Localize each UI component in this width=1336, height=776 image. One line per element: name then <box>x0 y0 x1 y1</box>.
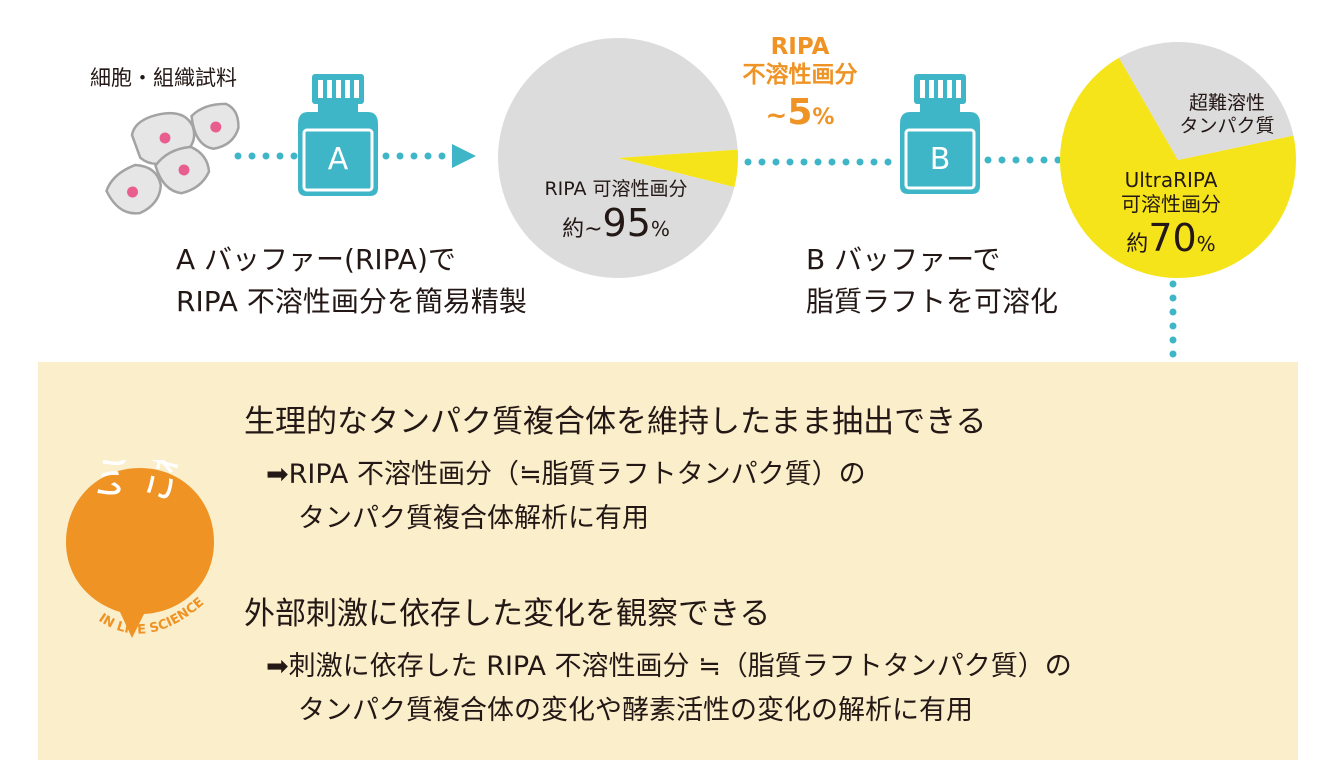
pie-slice-ultraripa-soluble <box>1060 57 1296 279</box>
pie-chart-ultraripa <box>1060 42 1296 279</box>
pie-slice-ripa-insoluble <box>618 149 739 188</box>
soluble-label: RIPA 可溶性画分 <box>544 178 688 200</box>
hard-label-line2: タンパク質 <box>1179 114 1275 137</box>
bottle-a-icon <box>298 74 378 196</box>
hard-label-line1: 超難溶性 <box>1188 92 1265 114</box>
insoluble-unit: % <box>812 105 835 131</box>
ultra-value-line: 約70% <box>1086 216 1256 262</box>
soluble-prefix: 約~ <box>562 216 603 242</box>
benefit-item-1-line1: ➡RIPA 不溶性画分（≒脂質ラフトタンパク質）の <box>266 459 866 490</box>
insoluble-prefix: ~ <box>765 101 788 132</box>
cell <box>105 163 163 215</box>
pie-slice-hard-protein <box>1119 42 1294 160</box>
pie-slice-ripa-soluble <box>498 37 738 278</box>
insoluble-value: 5 <box>787 92 813 134</box>
bottle-b-icon <box>900 74 980 194</box>
bottle-b-letter: B <box>929 142 951 177</box>
ultra-label-line1: UltraRIPA <box>1124 168 1218 192</box>
soluble-value-line: 約~95% <box>516 201 716 247</box>
benefit-heading-1: 生理的なタンパク質複合体を維持したまま抽出できる <box>244 404 987 440</box>
flow-diagram <box>105 37 1296 358</box>
arrow-down-to-panel <box>1169 280 1177 358</box>
soluble-unit: % <box>650 216 670 241</box>
step-b-description-line1: B バッファーで <box>806 243 1001 276</box>
iine-badge: これって いいね! IN LIFE SCIENCE <box>66 460 214 638</box>
hard-protein-label: 超難溶性 タンパク質 <box>1152 92 1302 138</box>
benefit-heading-2: 外部刺激に依存した変化を観察できる <box>244 596 771 632</box>
ultra-prefix: 約 <box>1126 232 1149 257</box>
benefit-item-2-line2: タンパク質複合体の変化や酵素活性の変化の解析に有用 <box>298 695 973 726</box>
step-a-description-line2: RIPA 不溶性画分を簡易精製 <box>176 285 527 318</box>
benefits-panel <box>38 362 1298 760</box>
insoluble-value-line: ~5% <box>690 91 910 134</box>
cell <box>154 145 211 195</box>
cell <box>190 102 240 151</box>
arrow-cells-to-a <box>234 152 298 160</box>
pie-chart-ripa <box>498 37 739 278</box>
soluble-value: 95 <box>602 200 651 245</box>
step-b-description-line2: 脂質ラフトを可溶化 <box>806 285 1059 318</box>
benefit-item-1-line2: タンパク質複合体解析に有用 <box>298 503 649 534</box>
bottle-a-letter: A <box>327 142 349 177</box>
arrow-a-to-pie <box>382 144 476 168</box>
insoluble-title-line2: 不溶性画分 <box>742 61 858 88</box>
insoluble-title-line1: RIPA <box>770 34 830 60</box>
ultra-fraction-label: UltraRIPA 可溶性画分 約70% <box>1086 168 1256 262</box>
ultra-unit: % <box>1196 232 1216 256</box>
soluble-fraction-label: RIPA 可溶性画分 約~95% <box>516 178 716 246</box>
step-a-description-line1: A バッファー(RIPA)で <box>176 243 456 276</box>
cells-illustration <box>105 102 240 215</box>
insoluble-fraction-label: RIPA 不溶性画分 ~5% <box>690 34 910 134</box>
ultra-label-line2: 可溶性画分 <box>1121 192 1221 216</box>
sample-label: 細胞・組織試料 <box>90 66 237 90</box>
benefit-item-2-line1: ➡刺激に依存した RIPA 不溶性画分 ≒（脂質ラフトタンパク質）の <box>266 651 1072 682</box>
ultra-value: 70 <box>1148 216 1197 260</box>
